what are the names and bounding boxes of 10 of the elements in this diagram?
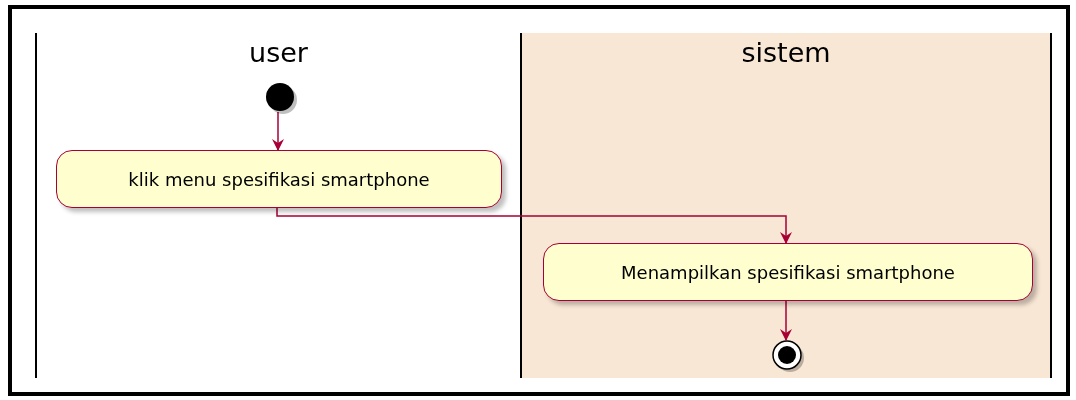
swimlane [520,33,1052,378]
arrow [780,300,792,341]
lane-title: sistem [740,37,832,68]
action-box: Menampilkan spesifikasi smartphone [543,243,1033,301]
arrow [272,111,284,151]
arrow [276,207,792,244]
end-node [772,340,802,370]
lane-title: user [248,37,309,68]
action-box: klik menu spesifikasi smartphone [56,150,502,208]
start-node [265,82,295,112]
